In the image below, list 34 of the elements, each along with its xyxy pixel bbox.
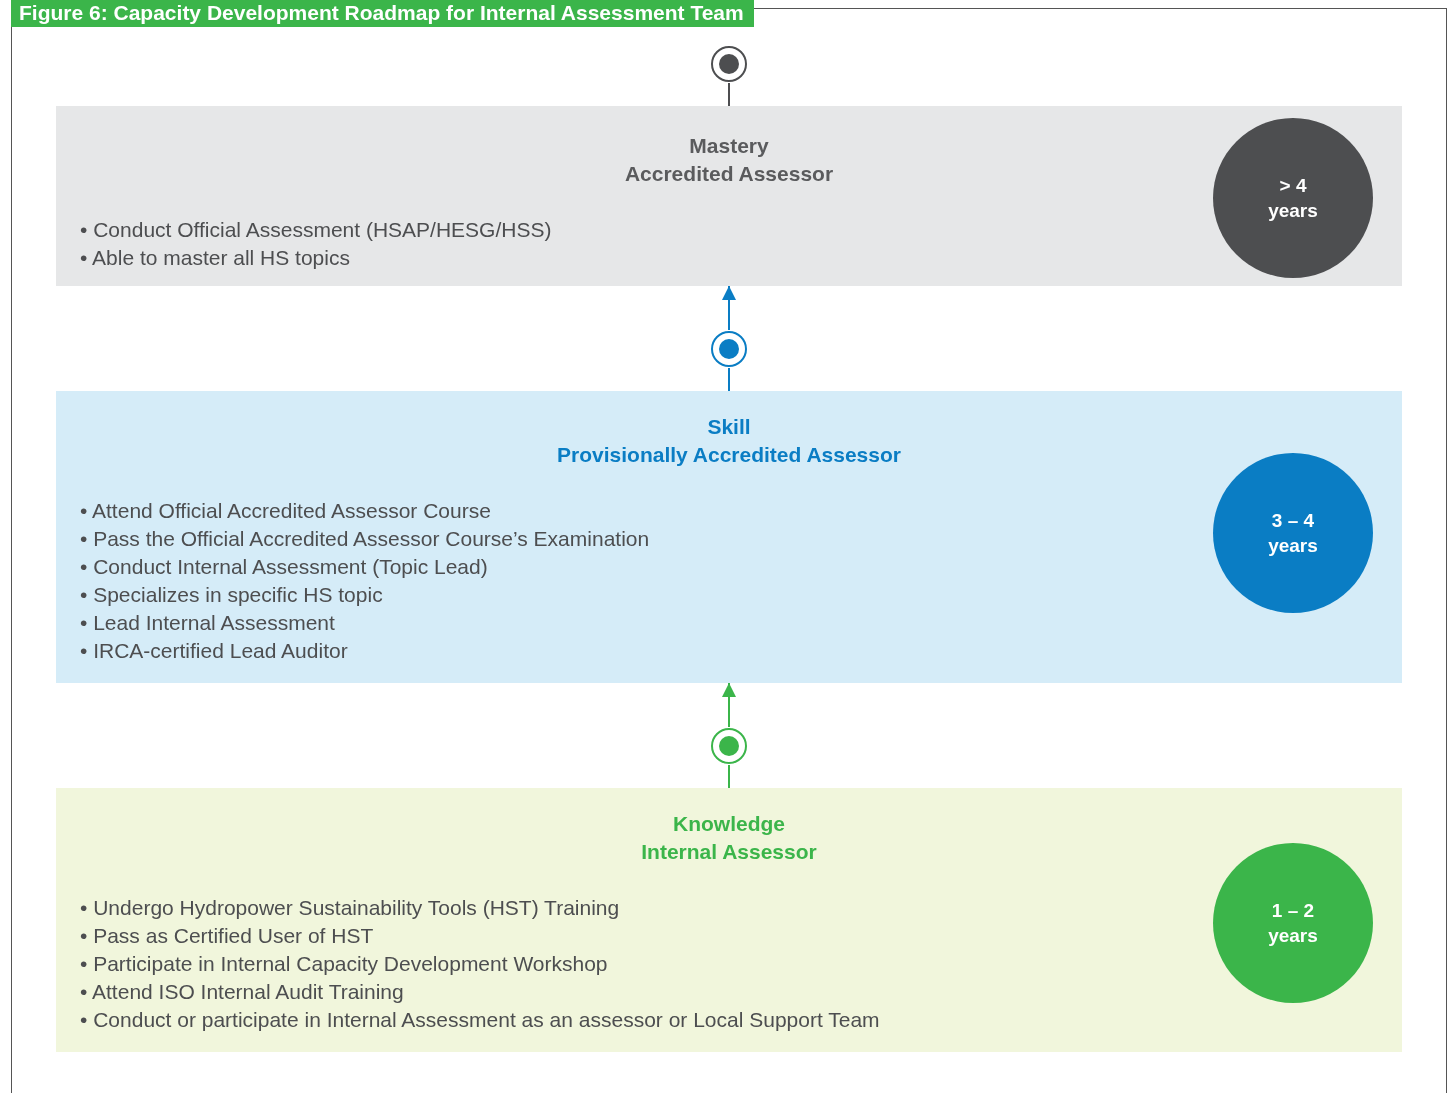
arrow (722, 285, 736, 331)
figure-title: Figure 6: Capacity Development Roadmap for Internal Assessment Team (11, 0, 754, 27)
requirement-item: • Attend ISO Internal Audit Training (80, 979, 404, 1005)
requirement-item: • Participate in Internal Capacity Development Workshop (80, 951, 608, 977)
level-band (56, 391, 1402, 683)
target-marker-icon (710, 45, 748, 83)
level-band (56, 106, 1402, 286)
level-band (56, 788, 1402, 1052)
requirement-item: • Conduct Official Assessment (HSAP/HESG/HSS) (80, 217, 552, 243)
role-heading: Internal Assessor (641, 839, 817, 865)
role-heading: Provisionally Accredited Assessor (557, 442, 901, 468)
level-heading: Skill (707, 414, 751, 440)
requirement-item: • Pass as Certified User of HST (80, 923, 374, 949)
connector-line (728, 82, 730, 107)
duration-text: > 4 years (1267, 174, 1319, 223)
role-heading: Accredited Assessor (624, 161, 834, 187)
duration-text: 1 – 2 years (1267, 899, 1319, 948)
arrow (722, 682, 736, 728)
requirement-item: • Attend Official Accredited Assessor Course (80, 498, 491, 524)
requirement-item: • Able to master all HS topics (80, 245, 350, 271)
requirement-item: • Lead Internal Assessment (80, 610, 335, 636)
connector-line (728, 764, 730, 789)
target-marker-icon (710, 330, 748, 368)
connector-line (728, 367, 730, 392)
level-heading: Knowledge (673, 811, 785, 837)
requirement-item: • Conduct or participate in Internal Assessment as an assessor or Local Support Team (80, 1007, 880, 1033)
target-marker-icon (710, 727, 748, 765)
duration-text: 3 – 4 years (1267, 509, 1319, 558)
requirement-item: • Pass the Official Accredited Assessor Course’s Examination (80, 526, 650, 552)
level-heading: Mastery (689, 133, 769, 159)
requirement-item: • IRCA-certified Lead Auditor (80, 638, 348, 664)
requirement-item: • Conduct Internal Assessment (Topic Lead) (80, 554, 488, 580)
requirement-item: • Specializes in specific HS topic (80, 582, 383, 608)
requirement-item: • Undergo Hydropower Sustainability Tools (HST) Training (80, 895, 620, 921)
